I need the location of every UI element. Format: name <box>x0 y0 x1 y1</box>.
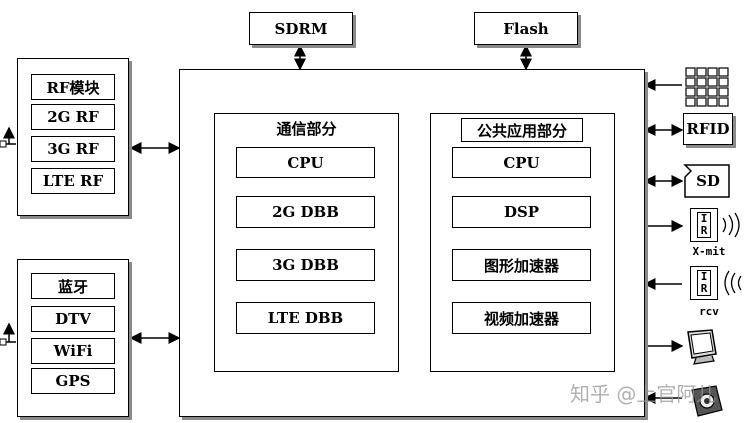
camera-icon <box>691 385 723 417</box>
ir-rx-wave-icon <box>724 270 742 296</box>
ir-tx-letters: I R <box>697 212 711 238</box>
ir-tx-wave-icon <box>722 212 740 238</box>
watermark: 知乎 @上官阿儿 <box>570 382 717 406</box>
rf-item-lte: LTE RF <box>31 168 115 194</box>
app-item-dsp: DSP <box>452 196 591 228</box>
rf-item-3g: 3G RF <box>31 136 115 162</box>
conn-item-gps: GPS <box>31 368 115 394</box>
app-item-graphics-accel: 图形加速器 <box>452 249 591 281</box>
app-item-video-accel: 视频加速器 <box>452 302 591 334</box>
rf-item-module: RF模块 <box>31 74 115 100</box>
sdrm-box: SDRM <box>249 12 353 45</box>
comm-item-2g-dbb: 2G DBB <box>236 196 375 228</box>
app-title: 公共应用部分 <box>461 118 583 142</box>
conn-item-bluetooth: 蓝牙 <box>31 273 115 299</box>
monitor-icon <box>687 329 717 365</box>
app-item-cpu: CPU <box>452 147 591 178</box>
sdrm-label: SDRM <box>274 19 328 38</box>
ir-rx-letters: I R <box>697 270 711 296</box>
antenna-icon <box>0 322 16 346</box>
keypad-icon <box>685 67 729 107</box>
flash-label: Flash <box>503 19 549 38</box>
comm-item-3g-dbb: 3G DBB <box>236 249 375 281</box>
comm-title: 通信部分 <box>276 119 337 138</box>
comm-item-lte-dbb: LTE DBB <box>236 302 375 334</box>
comm-item-cpu: CPU <box>236 147 375 178</box>
rf-item-2g: 2G RF <box>31 104 115 130</box>
sd-label: SD <box>696 172 720 190</box>
sd-card-icon <box>683 164 730 198</box>
antenna-icon <box>0 126 16 148</box>
ir-tx-label: X-mit <box>692 244 726 258</box>
conn-item-dtv: DTV <box>31 306 115 332</box>
ir-rx-label: rcv <box>699 304 719 318</box>
rfid-box: RFID <box>683 113 733 145</box>
flash-box: Flash <box>474 12 578 45</box>
rfid-label: RFID <box>686 120 730 138</box>
conn-item-wifi: WiFi <box>31 338 115 364</box>
